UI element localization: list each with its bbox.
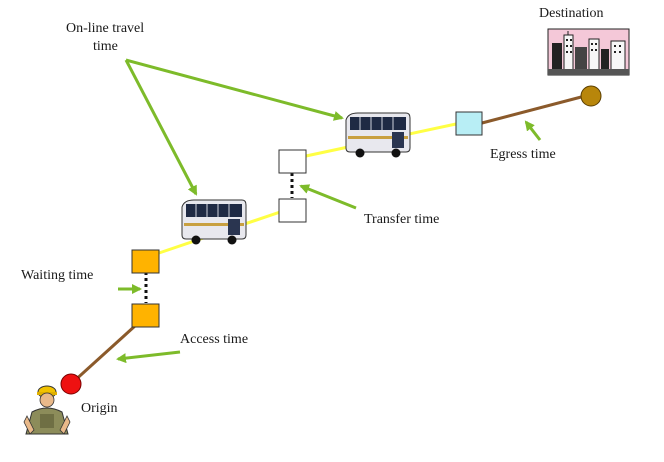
online-travel-time-line1: On-line travel xyxy=(66,21,145,36)
bus-icon xyxy=(345,112,411,158)
transfer-arrow xyxy=(299,184,357,210)
destination-label: Destination xyxy=(539,6,604,21)
access-arrow xyxy=(116,350,181,364)
egress-arrow xyxy=(524,120,542,141)
origin-node xyxy=(60,373,82,395)
online-travel-time-line2: time xyxy=(93,39,118,54)
alighting-stop xyxy=(455,111,483,136)
transfer-time-label: Transfer time xyxy=(364,212,440,227)
online-arrow-left xyxy=(124,59,198,196)
online-travel-time-label: On-line travel time xyxy=(66,20,176,56)
traveler-icon xyxy=(23,385,71,435)
boarding-stop-lower xyxy=(131,303,160,328)
transfer-stop-upper xyxy=(278,149,307,174)
city-skyline-icon xyxy=(547,28,630,76)
bus-icon xyxy=(181,199,247,245)
waiting-time-label: Waiting time xyxy=(21,268,94,283)
destination-node xyxy=(580,85,602,107)
egress-time-label: Egress time xyxy=(490,147,556,162)
egress-link xyxy=(481,94,586,125)
access-time-label: Access time xyxy=(180,332,249,347)
online-arrow-right xyxy=(125,58,344,121)
transfer-stop-lower xyxy=(278,198,307,223)
origin-label: Origin xyxy=(81,401,118,416)
boarding-stop-upper xyxy=(131,249,160,274)
